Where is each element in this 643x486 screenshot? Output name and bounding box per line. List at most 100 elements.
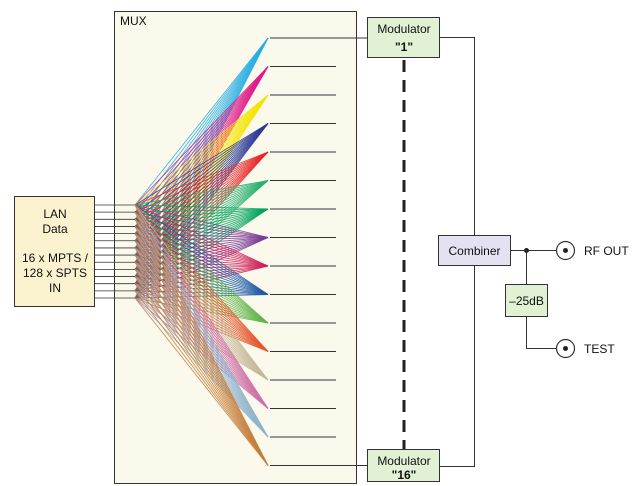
fan-bundle <box>134 204 269 466</box>
test-line <box>526 316 556 349</box>
fan-strand <box>134 204 269 381</box>
fan-strand <box>134 254 269 466</box>
fan-strand <box>134 240 269 466</box>
combiner-box <box>438 235 511 266</box>
fan-strand <box>134 208 269 213</box>
fan-strand <box>134 204 269 238</box>
fan-strand <box>134 37 269 213</box>
fan-strand <box>134 211 269 295</box>
fan-strand <box>134 283 269 466</box>
attenuator-label: –25dB <box>509 294 544 308</box>
fan-strand <box>134 226 269 381</box>
input-label-1: LAN <box>43 207 66 221</box>
combiner-label: Combiner <box>448 244 500 258</box>
fan-strand <box>134 123 269 220</box>
fan-strand <box>134 204 269 267</box>
fan-strand <box>134 208 269 220</box>
fan-strand <box>134 151 269 220</box>
input-label-5: IN <box>49 281 61 295</box>
fan-strand <box>134 204 269 466</box>
fan-strand <box>134 226 269 267</box>
test-connector-pin-icon <box>563 346 568 351</box>
fan-strand <box>134 219 269 381</box>
fan-strand <box>134 226 269 324</box>
fan-strand <box>134 204 269 324</box>
fan-strand <box>134 94 269 206</box>
mux-fan <box>134 37 269 466</box>
fan-strand <box>134 66 269 227</box>
fan-strand <box>134 219 269 466</box>
fan-strand <box>134 219 269 409</box>
input-label-3: 16 x MPTS / <box>22 251 89 265</box>
fan-strand <box>134 37 269 220</box>
fan-strand <box>134 37 269 206</box>
fan-strand <box>134 219 269 438</box>
fan-strand <box>134 226 269 409</box>
fan-strand <box>134 226 269 238</box>
fan-strand <box>134 211 269 238</box>
fan-strand <box>134 226 269 352</box>
modulator-1-box <box>367 17 440 58</box>
mux-label: MUX <box>120 14 147 28</box>
fan-strand <box>134 218 269 295</box>
modulator-16-index: "16" <box>392 468 417 482</box>
attenuator-box <box>505 284 548 317</box>
fan-strand <box>134 180 269 227</box>
fan-strand <box>134 94 269 213</box>
fan-strand <box>134 66 269 220</box>
fan-strand <box>134 218 269 238</box>
fan-strand <box>134 211 269 352</box>
fan-strand <box>134 269 269 466</box>
fan-strand <box>134 297 269 466</box>
fan-strand <box>134 211 269 409</box>
fan-strand <box>134 261 269 466</box>
modulator-16-box <box>367 449 440 482</box>
fan-strand <box>134 204 269 210</box>
fan-strand <box>134 180 269 220</box>
fan-strand <box>134 37 269 227</box>
fan-strand <box>134 218 269 324</box>
fan-strand <box>134 276 269 466</box>
fan-strand <box>134 247 269 466</box>
fan-strand <box>134 290 269 466</box>
fan-strand <box>134 218 269 352</box>
rf-out-connector-pin-icon <box>563 248 568 253</box>
fan-strand <box>134 218 269 267</box>
fan-strand <box>134 151 269 227</box>
fan-strand <box>134 66 269 213</box>
test-label: TEST <box>584 342 615 356</box>
input-label-4: 128 x SPTS <box>23 266 87 280</box>
fan-strand <box>134 226 269 295</box>
fan-strand <box>134 180 269 213</box>
fan-strand <box>134 94 269 220</box>
fan-strand <box>134 151 269 213</box>
fan-strand <box>134 211 269 381</box>
fan-strand <box>134 226 269 466</box>
fan-strand <box>134 211 269 267</box>
fan-strand <box>134 94 269 227</box>
fan-strand <box>134 123 269 227</box>
fan-strand <box>134 211 269 438</box>
fan-strand <box>134 233 269 466</box>
input-lines <box>94 204 135 299</box>
modulator-16-label: Modulator <box>377 454 430 468</box>
fan-strand <box>134 204 269 295</box>
fan-strand <box>134 151 269 206</box>
rf-out-label: RF OUT <box>584 244 629 258</box>
input-label-2: Data <box>42 222 68 236</box>
modulator-1-label: Modulator <box>377 22 430 36</box>
fan-strand <box>134 204 269 438</box>
fan-strand <box>134 226 269 438</box>
fan-strand <box>134 180 269 206</box>
mux-output-lines <box>270 37 368 466</box>
fan-strand <box>134 204 269 409</box>
input-box <box>14 196 95 307</box>
modulator-1-index: "1" <box>395 40 413 54</box>
fan-strand <box>134 204 269 352</box>
fan-strand <box>134 123 269 206</box>
fan-strand <box>134 211 269 466</box>
fan-strand <box>134 211 269 324</box>
fan-strand <box>134 66 269 206</box>
fan-strand <box>134 208 269 227</box>
